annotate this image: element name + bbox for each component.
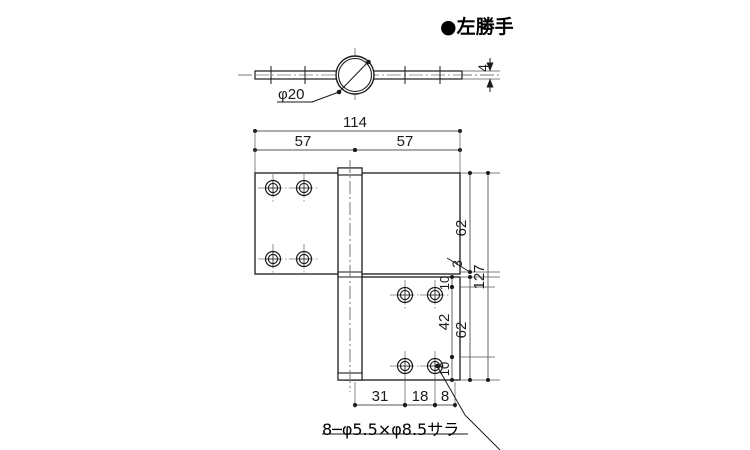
front-view-body — [254, 160, 461, 392]
page-title: ●左勝手 — [440, 16, 514, 38]
dim-62-upper-label: 62 — [453, 220, 470, 237]
dim-114-label: 114 — [343, 114, 367, 131]
hole-spec-note-group — [322, 363, 501, 450]
hole-lr-1 — [390, 280, 420, 310]
dim-57-right-label: 57 — [397, 133, 414, 150]
hole-spec-leader-dot — [435, 363, 440, 369]
phi20-leader — [311, 91, 340, 103]
leader-dot-top — [366, 59, 371, 65]
dim-10-top-label: 10 — [437, 276, 452, 290]
upper-leaf-holes — [258, 173, 319, 274]
top-view-group: φ20 4 — [238, 48, 500, 103]
hole-ul-1 — [258, 173, 288, 203]
phi20-label: φ20 — [278, 86, 304, 103]
dim-3-label: 3 — [449, 260, 465, 268]
hole-spec-note: 8─φ5.5×φ8.5サラ — [322, 420, 460, 439]
dim-42-label: 42 — [436, 314, 453, 331]
top-view-hole-inner — [337, 57, 373, 93]
dim-57-left-label: 57 — [295, 133, 312, 150]
dim-8-label: 8 — [441, 388, 449, 405]
hole-lr-2 — [420, 280, 450, 310]
thickness-label: 4 — [475, 64, 491, 72]
hole-ul-4 — [289, 244, 319, 274]
dim-127-label: 127 — [471, 264, 488, 289]
front-view-dimensions-top: 114 57 57 — [253, 114, 462, 175]
dim-31-label: 31 — [372, 388, 389, 405]
hole-spec-leader — [436, 365, 466, 416]
hole-ul-3 — [258, 244, 288, 274]
top-view-ticks — [270, 66, 441, 84]
dim-3-leader — [446, 257, 471, 273]
bottom-dimension-row: 31 18 8 — [353, 375, 457, 408]
top-view-hole-leader-diagonal — [337, 60, 370, 94]
dim-18-label: 18 — [412, 388, 429, 405]
hole-lr-3 — [390, 351, 420, 381]
hole-spec-leader-tail — [464, 414, 501, 450]
dim-62-lower-label: 62 — [453, 322, 470, 339]
hole-ul-2 — [289, 173, 319, 203]
right-dimension-stack: 62 3 62 127 10 42 10 — [436, 171, 500, 382]
